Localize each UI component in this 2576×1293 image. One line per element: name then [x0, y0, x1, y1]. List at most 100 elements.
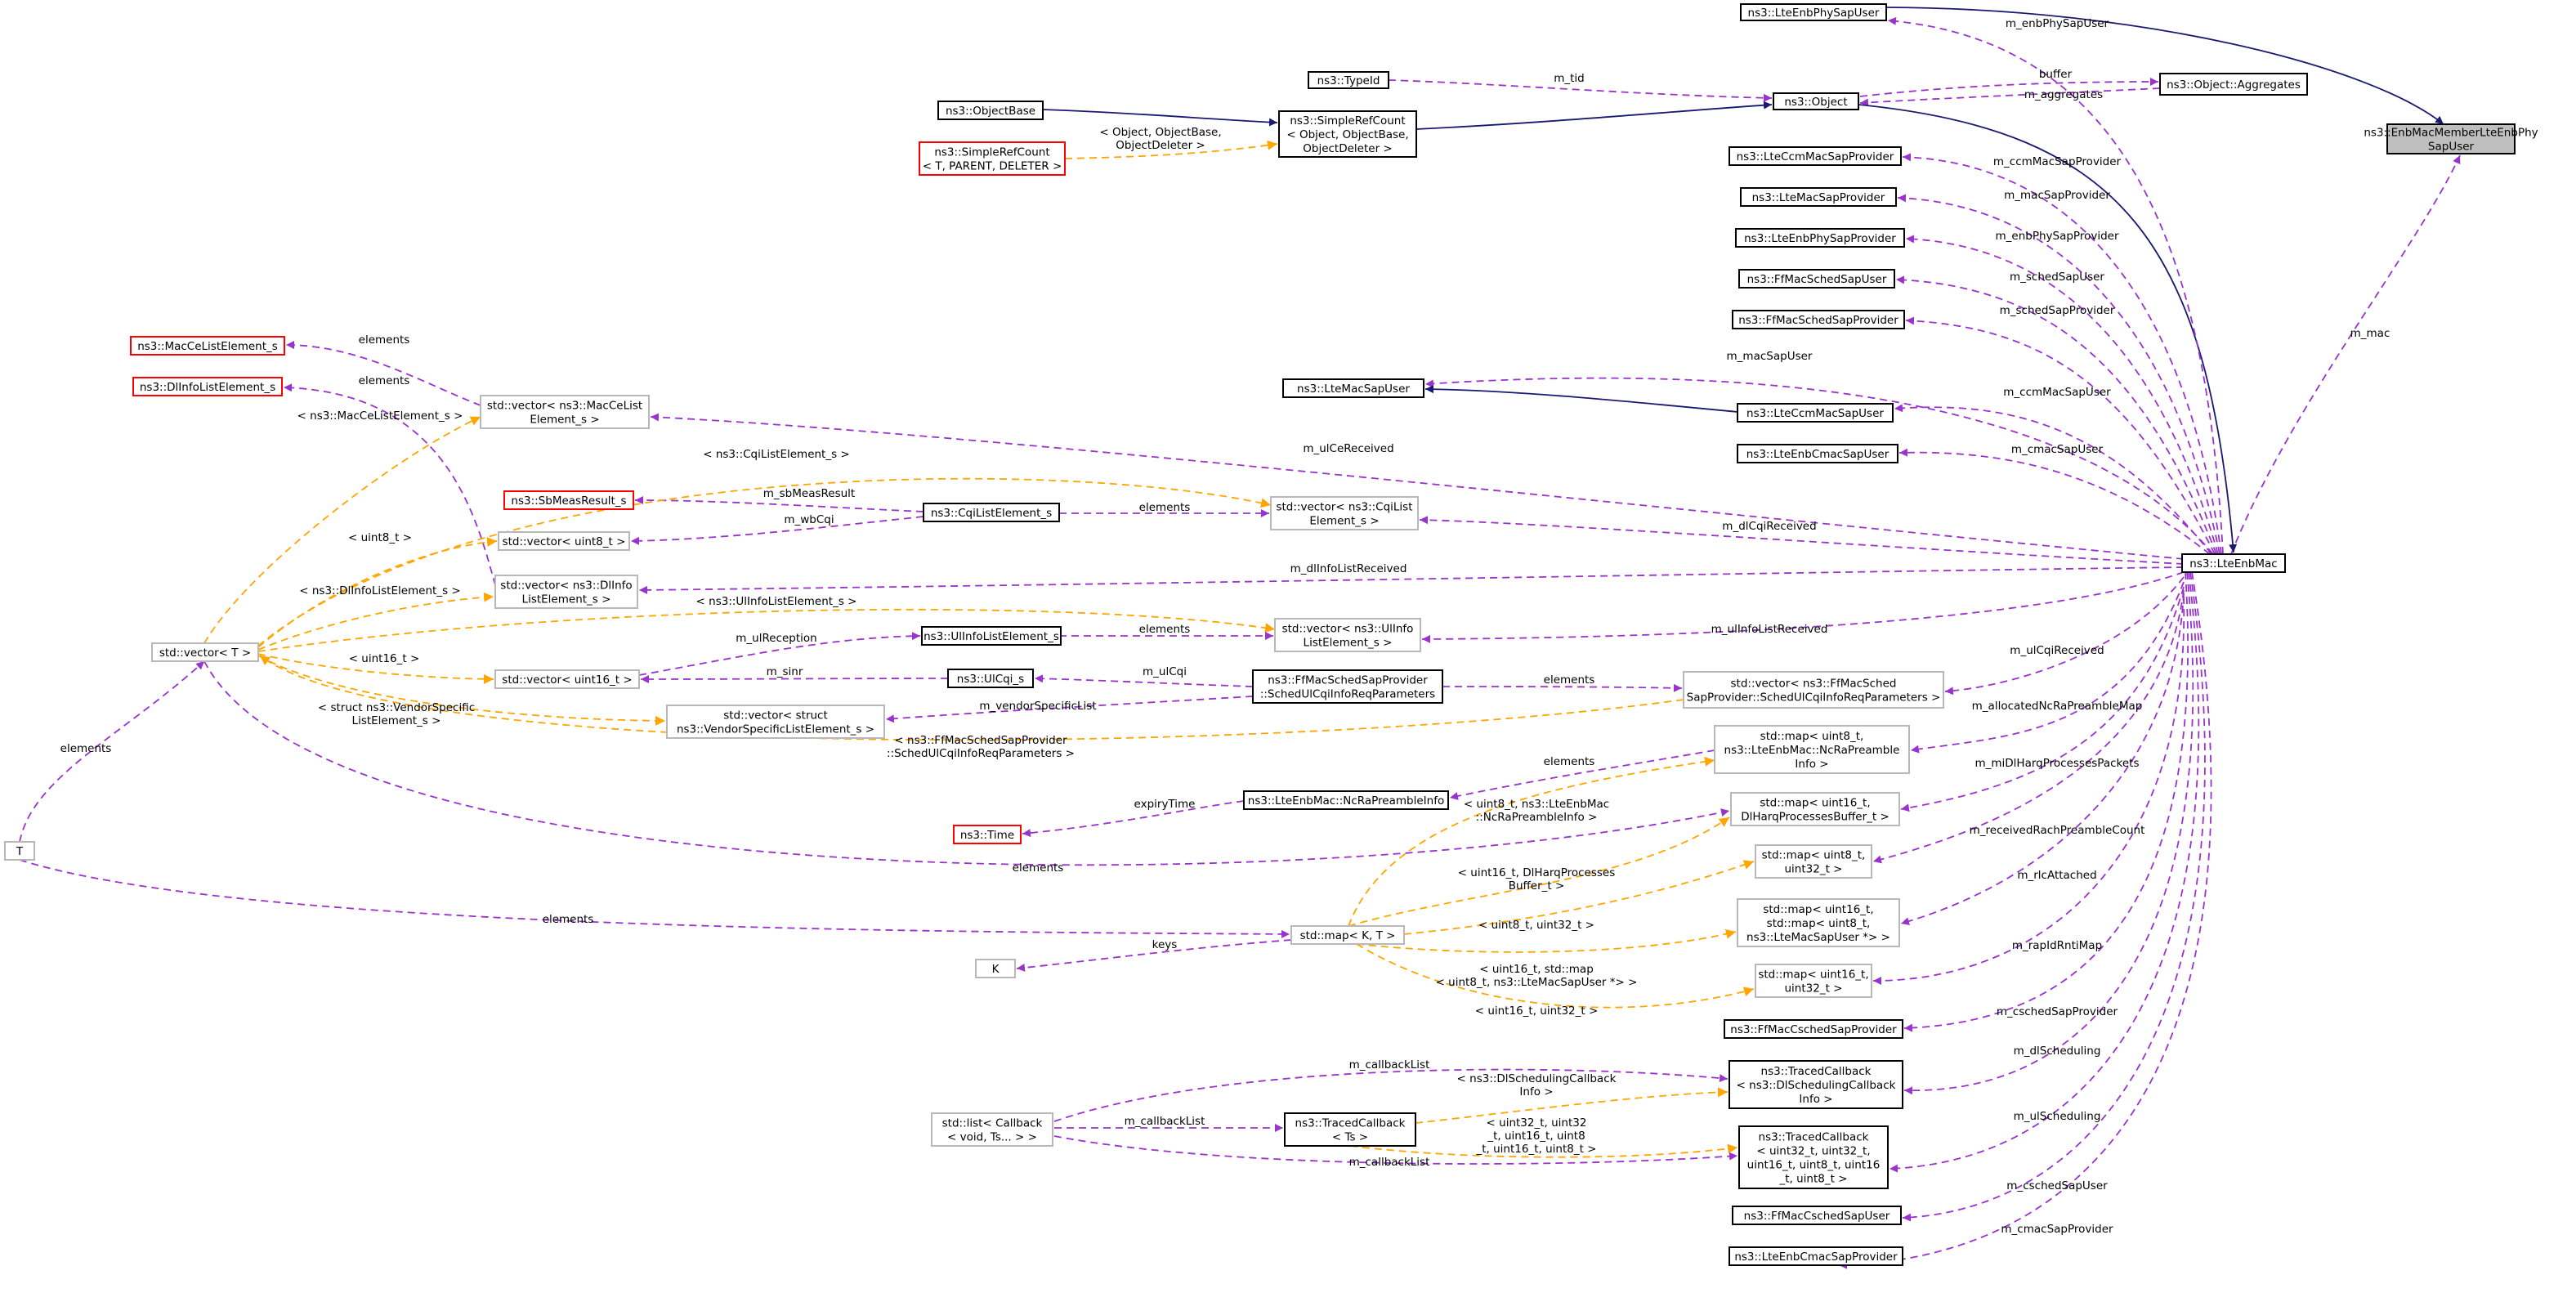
- edge-label: m_receivedRachPreambleCount: [1970, 824, 2145, 837]
- node-label-line: ns3::MacCeListElement_s: [137, 340, 278, 353]
- class-node-src-obj[interactable]: ns3::SimpleRefCount< Object, ObjectBase,…: [1278, 110, 1417, 158]
- node-label-line: ns3::FfMacSchedSapUser: [1747, 273, 1887, 286]
- class-node-ff-csched-sap-user[interactable]: ns3::FfMacCschedSapUser: [1732, 1206, 1902, 1225]
- edge-line: [1887, 16, 2224, 555]
- class-node--k[interactable]: K: [975, 959, 1016, 978]
- node-box: [1252, 669, 1443, 704]
- class-node-sched-ul-cqi[interactable]: ns3::FfMacSchedSapProvider::SchedUlCqiIn…: [1252, 669, 1443, 704]
- edge-line: [1356, 943, 1755, 1009]
- edge-label: elements: [1139, 623, 1191, 636]
- class-node-map-u8-u32[interactable]: std::map< uint8_t,uint32_t >: [1755, 844, 1872, 879]
- edge-use-cmacSapProv-to-lteEnbMac: [1838, 571, 2212, 1269]
- edge-label: expiryTime: [1134, 798, 1196, 811]
- class-node-aggregates[interactable]: ns3::Object::Aggregates: [2159, 73, 2308, 96]
- class-node-vec-sched-ul-cqi[interactable]: std::vector< ns3::FfMacSchedSapProvider:…: [1683, 671, 1944, 709]
- class-node--t[interactable]: T: [4, 841, 35, 861]
- class-node-cmac-sap-user[interactable]: ns3::LteEnbCmacSapUser: [1737, 444, 1898, 463]
- edge-label: ::SchedUlCqiInfoReqParameters >: [887, 747, 1075, 760]
- node-label-line: std::map< uint16_t,: [1763, 903, 1873, 916]
- node-label-line: ns3::LteCcmMacSapUser: [1746, 407, 1884, 420]
- node-box: [937, 101, 1044, 120]
- class-node-mac-ce-elem[interactable]: ns3::MacCeListElement_s: [130, 336, 285, 356]
- class-node-ul-cqi[interactable]: ns3::UlCqi_s: [947, 669, 1034, 688]
- class-node-vec-ul-info[interactable]: std::vector< ns3::UlInfoListElement_s >: [1274, 618, 1421, 652]
- node-label-line: Element_s >: [1309, 515, 1379, 528]
- class-node-cmac-sap-prov[interactable]: ns3::LteEnbCmacSapProvider: [1729, 1246, 1903, 1266]
- node-label-line: _t, uint8_t >: [1778, 1173, 1847, 1186]
- node-label-line: < T, PARENT, DELETER >: [923, 160, 1062, 173]
- class-node-vec-cqi[interactable]: std::vector< ns3::CqiListElement_s >: [1270, 496, 1419, 530]
- edge-label: m_ulCeReceived: [1303, 442, 1393, 455]
- class-node-mac-sap-prov[interactable]: ns3::LteMacSapProvider: [1740, 187, 1897, 207]
- edge-label: m_ccmMacSapProvider: [1993, 155, 2122, 168]
- class-node-map-u16-u32[interactable]: std::map< uint16_t,uint32_t >: [1755, 964, 1872, 998]
- edge-use-object-to-aggregates: [1859, 78, 2159, 97]
- class-node-tc-ts[interactable]: ns3::TracedCallback< Ts >: [1284, 1112, 1416, 1147]
- class-node-ccm-mac-sap-prov[interactable]: ns3::LteCcmMacSapProvider: [1729, 146, 1902, 166]
- node-label-line: ns3::EnbMacMemberLteEnbPhy: [2364, 127, 2538, 140]
- edge-label: m_cschedSapUser: [2006, 1179, 2108, 1192]
- class-node-tc-ul[interactable]: ns3::TracedCallback< uint32_t, uint32_t,…: [1738, 1125, 1889, 1189]
- class-node-map-k-t[interactable]: std::map< K, T >: [1290, 925, 1405, 945]
- class-node-map-dl-harq[interactable]: std::map< uint16_t,DlHarqProcessesBuffer…: [1730, 792, 1900, 826]
- node-label-line: T: [16, 845, 24, 858]
- class-node-ccm-mac-sap-user[interactable]: ns3::LteCcmMacSapUser: [1737, 403, 1894, 423]
- edge-label: m_schedSapProvider: [2000, 304, 2115, 317]
- edge-inherit-macSapUser-to-ccmMacSapUser: [1424, 385, 1738, 413]
- node-label-line: std::vector< ns3::MacCeList: [487, 400, 642, 413]
- node-box: [1737, 403, 1894, 423]
- class-node-list-cb[interactable]: std::list< Callback< void, Ts... > >: [931, 1112, 1053, 1147]
- class-node-mac-sap-user[interactable]: ns3::LteMacSapUser: [1282, 378, 1424, 398]
- edge-use-vecU16-to-ulInfoElem: [638, 632, 921, 676]
- class-node-vec-u8[interactable]: std::vector< uint8_t >: [498, 531, 630, 551]
- edge-use-aggregates-to-object: [1859, 87, 2161, 107]
- edge-label: ListElement_s >: [352, 714, 441, 727]
- class-node-map-u16-map[interactable]: std::map< uint16_t,std::map< uint8_t,ns3…: [1737, 898, 1900, 947]
- node-label-line: std::vector< uint8_t >: [503, 535, 626, 548]
- class-node-sb-meas[interactable]: ns3::SbMeasResult_s: [503, 490, 634, 510]
- node-label-line: uint16_t, uint8_t, uint16: [1747, 1159, 1881, 1172]
- class-node-object[interactable]: ns3::Object: [1773, 92, 1859, 110]
- class-node-cqi-elem[interactable]: ns3::CqiListElement_s: [923, 503, 1060, 522]
- edge-line: [1022, 800, 1245, 838]
- node-label-line: ns3::FfMacSchedSapProvider: [1268, 674, 1428, 687]
- node-label-line: ns3::UlInfoListElement_s: [924, 630, 1059, 643]
- class-node-ul-info-elem[interactable]: ns3::UlInfoListElement_s: [921, 626, 1062, 646]
- class-node-vec-vendor[interactable]: std::vector< structns3::VendorSpecificLi…: [666, 705, 885, 739]
- node-label-line: Info >: [1799, 1093, 1832, 1106]
- class-node-src-tpl[interactable]: ns3::SimpleRefCount< T, PARENT, DELETER …: [919, 141, 1066, 176]
- edge-use-tcDlSched-to-lteEnbMac: [1903, 571, 2194, 1095]
- edge-use-listCb-to-tcUl: [1053, 1135, 1738, 1165]
- class-node-ff-sched-sap-user[interactable]: ns3::FfMacSchedSapUser: [1738, 269, 1895, 289]
- edge-label: _t, uint16_t, uint8: [1487, 1130, 1585, 1143]
- class-node-vec-dl-info[interactable]: std::vector< ns3::DlInfoListElement_s >: [494, 575, 638, 609]
- class-node-vec-t[interactable]: std::vector< T >: [151, 642, 259, 662]
- edge-line: [1403, 860, 1755, 935]
- class-node-vec-mac-ce[interactable]: std::vector< ns3::MacCeListElement_s >: [480, 395, 650, 429]
- node-label-line: std::map< K, T >: [1300, 929, 1396, 942]
- class-node-enb-phy-sap-prov[interactable]: ns3::LteEnbPhySapProvider: [1735, 228, 1905, 248]
- class-node-ff-sched-sap-prov[interactable]: ns3::FfMacSchedSapProvider: [1732, 310, 1905, 329]
- class-node-map-nc-ra[interactable]: std::map< uint8_t,ns3::LteEnbMac::NcRaPr…: [1714, 725, 1910, 774]
- edge-line: [1016, 939, 1292, 972]
- edge-label: m_rapIdRntiMap: [2012, 939, 2102, 952]
- node-box: [498, 531, 630, 551]
- class-node-nc-ra-info[interactable]: ns3::LteEnbMac::NcRaPreambleInfo: [1243, 790, 1449, 810]
- class-node-type-id[interactable]: ns3::TypeId: [1308, 71, 1389, 89]
- edge-label: < ns3::UlInfoListElement_s >: [696, 595, 857, 608]
- class-node-lte-enb-mac[interactable]: ns3::LteEnbMac: [2181, 553, 2286, 573]
- class-node-vec-u16[interactable]: std::vector< uint16_t >: [494, 669, 640, 689]
- class-node-tc-dl-sched[interactable]: ns3::TracedCallback< ns3::DlSchedulingCa…: [1729, 1060, 1903, 1109]
- class-node-ff-csched-sap-prov[interactable]: ns3::FfMacCschedSapProvider: [1724, 1019, 1903, 1039]
- edge-use-ffCschedSapProv-to-lteEnbMac: [1903, 571, 2189, 1032]
- node-box: [4, 841, 35, 861]
- edge-label: m_cmacSapUser: [2011, 443, 2104, 456]
- class-node-dl-info-elem[interactable]: ns3::DlInfoListElement_s: [132, 377, 283, 396]
- class-node-phy-sap-user[interactable]: ns3::LteEnbPhySapUser: [1740, 3, 1887, 21]
- edge-line: [1872, 596, 2185, 985]
- class-node-ns-time[interactable]: ns3::Time: [953, 825, 1022, 844]
- edge-line: [1349, 1143, 1738, 1158]
- class-node-object-base[interactable]: ns3::ObjectBase: [937, 101, 1044, 120]
- edge-use-T-to-vecT: [19, 660, 205, 843]
